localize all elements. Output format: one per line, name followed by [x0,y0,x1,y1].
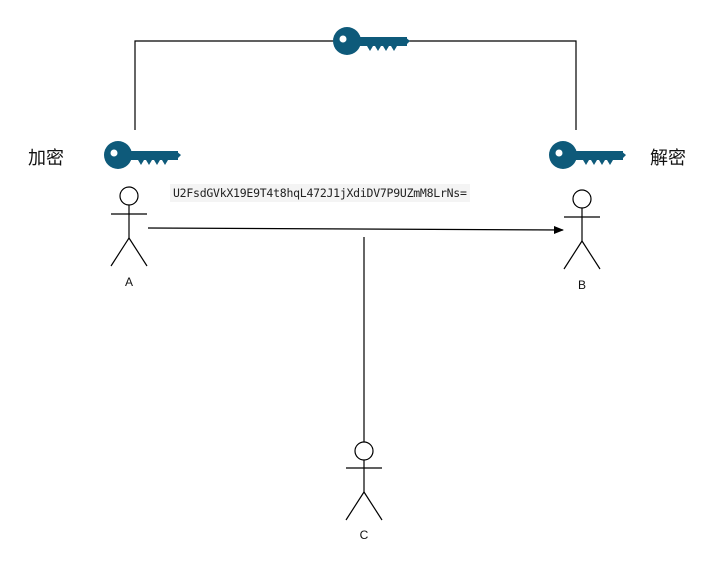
actor-b-figure [563,189,601,270]
message-arrow [147,225,564,234]
encrypt-label: 加密 [28,148,64,169]
ciphertext-label: U2FsdGVkX19E9T4t8hqL472J1jXdiDV7P9UZmM8L… [170,184,470,202]
actor-b-label: B [577,278,586,292]
shared-key-connector [134,40,577,130]
actor-a-figure [110,186,148,267]
key-icon [549,141,626,169]
key-icon [104,141,181,169]
actor-c-figure [345,441,383,521]
decrypt-label: 解密 [650,148,686,169]
actor-c-label: C [359,528,369,542]
key-icon [333,27,410,55]
actor-a-label: A [124,275,133,289]
